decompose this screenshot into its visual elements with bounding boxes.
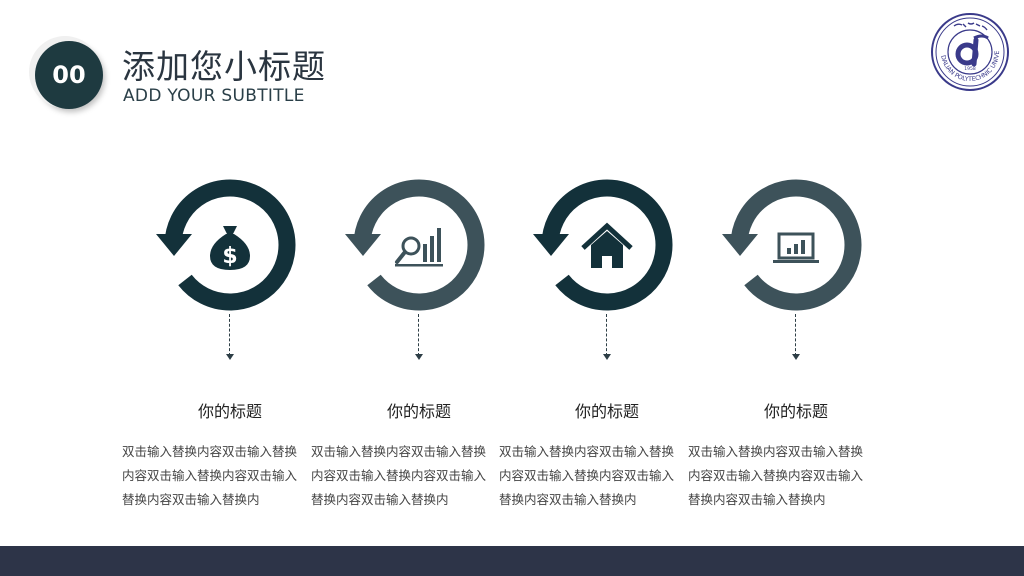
connector-arrow-icon [603,354,611,360]
section-number-badge: 00 [35,41,103,109]
page-title: 添加您小标题 [122,47,326,86]
analytics-chart-icon [395,228,443,267]
home-icon [581,222,633,268]
step-title: 你的标题 [197,402,262,421]
connector-arrow-icon [226,354,234,360]
dashed-connector [418,314,419,356]
cycle-arrow-icon [722,179,862,311]
step-description: 双击输入替换内容双击输入替换内容双击输入替换内容双击输入替换内容双击输入替换内 [122,444,298,507]
section-number: 00 [52,61,86,89]
connector-arrow-icon [415,354,423,360]
footer-bar [0,546,1024,576]
step-title: 你的标题 [763,402,828,421]
cycle-arrow-icon [533,179,673,311]
logo-year: 1958 [964,66,976,72]
step-title: 你的标题 [386,402,451,421]
step-description: 双击输入替换内容双击输入替换内容双击输入替换内容双击输入替换内容双击输入替换内 [311,444,487,507]
dashed-connector [795,314,796,356]
cycle-arrow-icon: $ [156,179,296,311]
cycle-arrow-icon [345,179,485,311]
step-description: 双击输入替换内容双击输入替换内容双击输入替换内容双击输入替换内容双击输入替换内 [499,444,675,507]
money-bag-icon: $ [210,226,250,270]
step-title: 你的标题 [574,402,639,421]
dashed-connector [606,314,607,356]
university-logo: DALIAN POLYTECHNIC UNIVERSITY 1958 [930,12,1009,91]
dashed-connector [229,314,230,356]
page-subtitle: ADD YOUR SUBTITLE [123,86,305,106]
laptop-chart-icon [773,232,819,263]
connector-arrow-icon [792,354,800,360]
svg-text:$: $ [222,244,237,269]
step-description: 双击输入替换内容双击输入替换内容双击输入替换内容双击输入替换内容双击输入替换内 [688,444,864,507]
